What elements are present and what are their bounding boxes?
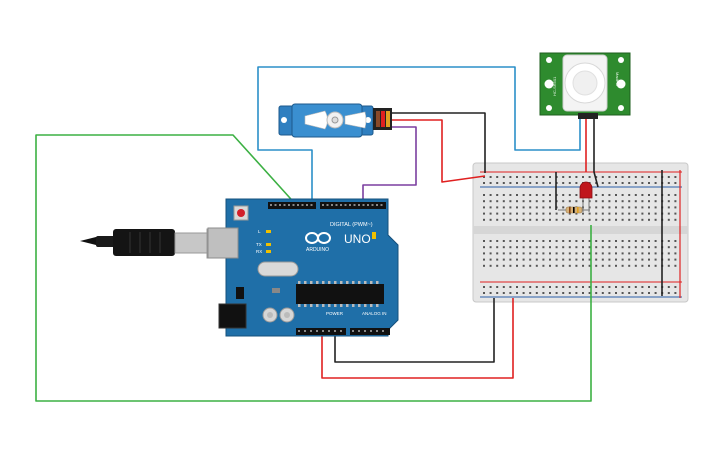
servo-motor[interactable]	[278, 103, 392, 138]
wire-red-power	[321, 298, 514, 379]
arduino-power-label: POWER	[326, 311, 344, 316]
wire-blue	[257, 66, 581, 208]
arduino-brand: ARDUINO	[306, 247, 329, 253]
wire-purple	[362, 126, 417, 208]
arduino-logo-icon	[305, 232, 331, 244]
breadboard[interactable]	[472, 162, 689, 303]
led[interactable]	[579, 181, 593, 212]
led-rx-label: RX	[256, 249, 262, 254]
arduino-uno[interactable]: DIGITAL (PWM~) UNO ARDUINO L TX RX	[207, 198, 399, 337]
arduino-analog-label: ANALOG IN	[362, 311, 387, 316]
arduino-digital-label: DIGITAL (PWM~)	[330, 222, 373, 228]
power-analog-pins	[298, 330, 384, 332]
wires	[35, 66, 663, 402]
arduino-model: UNO	[344, 232, 371, 246]
wire-red-servo	[392, 119, 486, 183]
pir-sensor[interactable]: HC-SR501 Made in	[539, 52, 631, 119]
pir-right-text: Made in	[615, 72, 620, 86]
wire-black-power	[334, 298, 495, 363]
pir-left-text: HC-SR501	[552, 76, 557, 96]
chip-pins	[298, 281, 379, 307]
resistor[interactable]	[558, 206, 590, 214]
wire-green	[35, 134, 592, 402]
wire-black-servo	[392, 112, 486, 173]
led-l-label: L	[258, 229, 261, 234]
led-tx-label: TX	[256, 242, 262, 247]
wire-black-pir	[593, 118, 599, 188]
digital-header-pins	[270, 204, 383, 206]
